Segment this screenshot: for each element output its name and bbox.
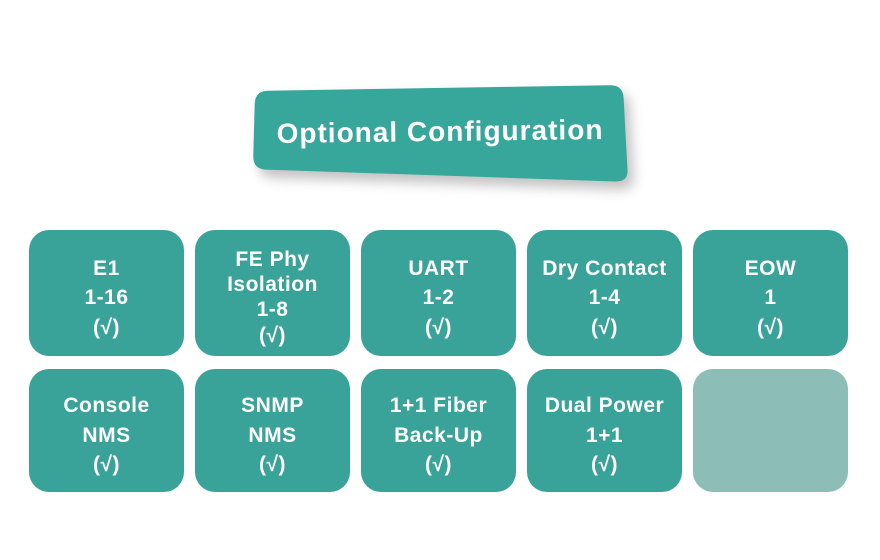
card-line: 1-8 — [256, 298, 289, 322]
card-dual-power: Dual Power 1+1 (√) — [527, 369, 682, 492]
card-line: Dry Contact — [542, 256, 667, 280]
check-mark: (√) — [590, 315, 618, 339]
card-dry-contact: Dry Contact 1-4 (√) — [527, 230, 682, 356]
card-line: NMS — [82, 423, 131, 447]
card-lines: SNMP NMS — [241, 391, 304, 450]
card-line: FE Phy — [235, 248, 310, 272]
banner-shape — [253, 85, 628, 182]
card-e1: E1 1-16 (√) — [29, 230, 184, 356]
card-snmp-nms: SNMP NMS (√) — [195, 369, 350, 492]
card-uart: UART 1-2 (√) — [361, 230, 516, 356]
check-mark: (√) — [258, 453, 286, 477]
card-line: 1+1 Fiber — [389, 394, 488, 418]
check-mark: (√) — [590, 453, 618, 477]
card-line: 1-4 — [588, 286, 621, 310]
card-line: Dual Power — [544, 394, 665, 418]
check-mark: (√) — [424, 453, 452, 477]
card-lines: Dual Power 1+1 — [545, 391, 664, 450]
card-line: SNMP — [241, 394, 304, 418]
card-eow: EOW 1 (√) — [693, 230, 848, 356]
card-line: Console — [63, 394, 150, 418]
card-line: UART — [408, 256, 469, 280]
card-line: 1-2 — [422, 286, 455, 310]
card-line: EOW — [744, 256, 797, 280]
check-mark: (√) — [424, 315, 452, 339]
card-lines: EOW 1 — [745, 254, 797, 313]
banner — [253, 85, 628, 182]
card-line: E1 — [93, 256, 120, 280]
card-lines: UART 1-2 — [408, 254, 468, 313]
card-empty-slot — [693, 369, 848, 492]
card-line: 1 — [764, 286, 777, 310]
card-lines: Dry Contact 1-4 — [542, 254, 667, 313]
check-mark: (√) — [92, 453, 120, 477]
banner-title: Optional Configuration — [276, 113, 604, 149]
check-mark: (√) — [258, 323, 286, 347]
card-line: 1+1 — [585, 423, 624, 447]
card-line: 1-16 — [84, 286, 129, 310]
card-line: NMS — [248, 423, 297, 447]
card-lines: E1 1-16 — [84, 254, 128, 313]
card-line: Back-Up — [394, 423, 483, 447]
check-mark: (√) — [756, 315, 784, 339]
card-line: Isolation — [227, 273, 318, 297]
check-mark: (√) — [92, 315, 120, 339]
